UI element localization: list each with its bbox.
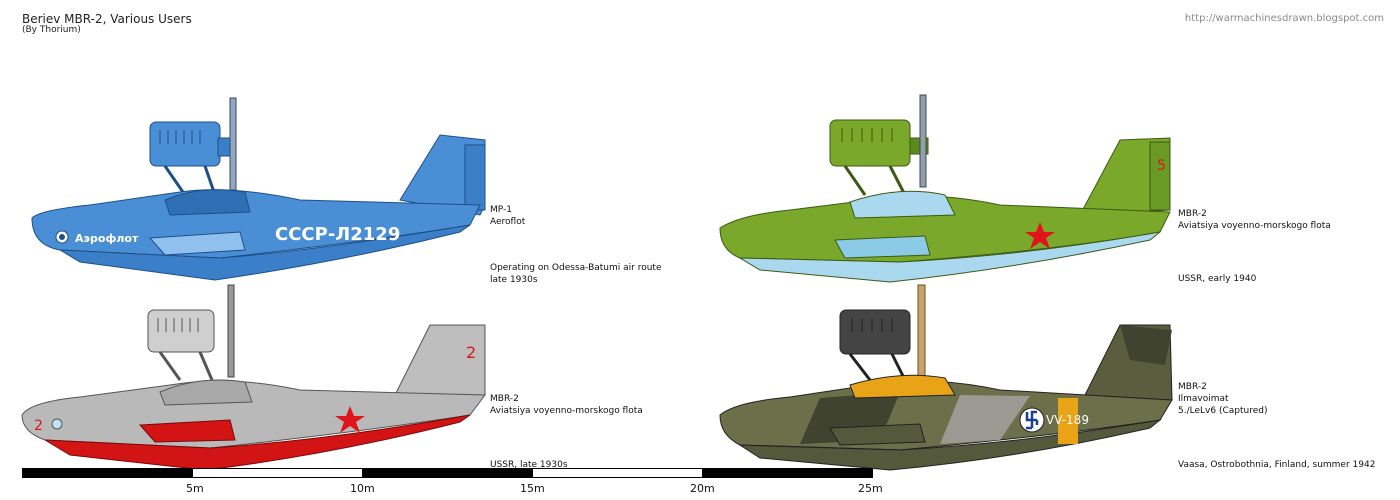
mbr2-grey-drawing	[21, 284, 486, 471]
aeroflot-mp1-drawing	[31, 97, 486, 281]
profile-4-operator: Ilmavoimat	[1178, 394, 1229, 404]
profile-3-name: MBR-2	[490, 394, 519, 404]
scale-segment	[22, 468, 193, 478]
profile-4-name: MBR-2	[1178, 382, 1207, 392]
finnish-code: VV-189	[1046, 413, 1089, 427]
profile-2-caption: MBR-2 Aviatsiya voyenno-morskogo flota	[1178, 208, 1331, 232]
profile-3-operator: Aviatsiya voyenno-morskogo flota	[490, 406, 643, 416]
profile-1-name: MP-1	[490, 205, 512, 215]
profile-2-operator: Aviatsiya voyenno-morskogo flota	[1178, 221, 1331, 231]
nose-number: 2	[34, 418, 43, 434]
mbr2-finnish-drawing	[719, 284, 1173, 471]
profile-1-caption: MP-1 Aeroflot	[490, 204, 525, 228]
scale-label: 5m	[186, 482, 204, 495]
author-credit: (By Thorium)	[22, 25, 81, 35]
profile-4-note-line: Vaasa, Ostrobothnia, Finland, summer 194…	[1178, 460, 1376, 470]
profile-3-note-line: USSR, late 1930s	[490, 460, 568, 470]
scale-segment	[362, 468, 533, 478]
profile-2-name: MBR-2	[1178, 209, 1207, 219]
page-title: Beriev MBR-2, Various Users	[22, 12, 192, 26]
nose-text: Аэрофлот	[75, 232, 139, 245]
profile-1-note: Operating on Odessa-Batumi air route lat…	[490, 262, 662, 286]
tail-number: 2	[466, 343, 476, 362]
profile-1-note-line: Operating on Odessa-Batumi air route	[490, 263, 662, 273]
scale-bar	[22, 468, 873, 478]
profile-4-unit: 5./LeLv6 (Captured)	[1178, 406, 1268, 416]
profile-2-note-line: USSR, early 1940	[1178, 274, 1257, 284]
source-url[interactable]: http://warmachinesdrawn.blogspot.com	[1184, 13, 1384, 24]
profile-3-note: USSR, late 1930s	[490, 459, 568, 471]
profile-1-operator: Aeroflot	[490, 217, 526, 227]
tail-number: 5	[1157, 158, 1166, 174]
registration-text: СССР-Л2129	[275, 224, 400, 245]
mbr2-green-drawing	[719, 94, 1171, 283]
profile-4-note: Vaasa, Ostrobothnia, Finland, summer 194…	[1178, 459, 1375, 471]
profile-2-note: USSR, early 1940	[1178, 273, 1256, 285]
scale-segment	[702, 468, 873, 478]
profile-4-caption: MBR-2 Ilmavoimat 5./LeLv6 (Captured)	[1178, 381, 1267, 417]
profile-3-caption: MBR-2 Aviatsiya voyenno-morskogo flota	[490, 393, 643, 417]
scale-segment	[532, 468, 703, 478]
scale-segment	[192, 468, 363, 478]
scale-label: 25m	[858, 482, 883, 495]
scale-label: 20m	[690, 482, 715, 495]
scale-label: 10m	[350, 482, 375, 495]
profile-1-note-line: late 1930s	[490, 275, 538, 285]
scale-label: 15m	[520, 482, 545, 495]
